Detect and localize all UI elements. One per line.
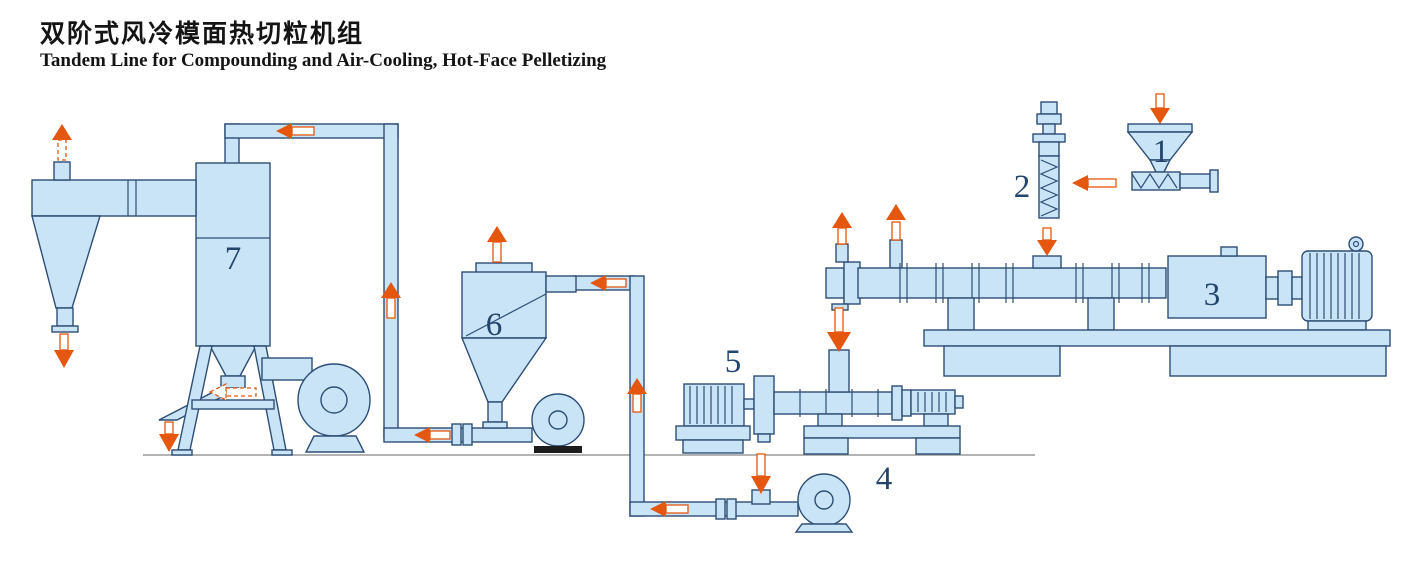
- arrow-exhaust-cyclone7: [52, 124, 72, 161]
- cyclone6-inlet: [545, 275, 577, 293]
- die-face-cutter: [753, 375, 775, 435]
- arrow-airflow-stand7: [208, 382, 257, 402]
- motor-body: [683, 383, 745, 427]
- pipe-coupling: [451, 423, 462, 446]
- pipe-coupling: [715, 498, 726, 520]
- flow-arrows: [52, 93, 1170, 517]
- arrow-pipe-bottom-mid: [650, 501, 689, 517]
- screw-feeder: [1032, 101, 1066, 219]
- pipe-tower-loop: [224, 123, 533, 446]
- tower-body: [195, 162, 271, 347]
- arrow-discharge-cyclone7: [54, 333, 74, 368]
- barrel-4: [773, 391, 893, 415]
- arrow-pipe-bottom-left: [414, 427, 451, 443]
- arrow-feed-left-2: [1072, 175, 1117, 191]
- machine-base-3: [923, 329, 1391, 347]
- barrel-3: [857, 267, 1167, 299]
- pelletizer-motor: [675, 383, 755, 454]
- pellet-blower: [794, 473, 854, 533]
- label-1: 1: [1153, 134, 1170, 170]
- page-title-en: Tandem Line for Compounding and Air-Cool…: [40, 50, 607, 71]
- blower-base: [534, 446, 582, 453]
- arrow-vent-1-extruder3: [832, 212, 852, 245]
- arrow-melt-drop-3: [827, 307, 851, 352]
- cyclone-separator: [460, 262, 577, 429]
- label-2: 2: [1014, 169, 1031, 205]
- arrow-pipe-up-mid: [627, 378, 647, 413]
- arrow-pipe-top-left: [276, 123, 315, 139]
- label-3: 3: [1204, 277, 1221, 313]
- feed-port-3: [1032, 255, 1062, 269]
- pipe-coupling: [726, 498, 737, 520]
- label-6: 6: [486, 307, 503, 343]
- label-5: 5: [725, 344, 742, 380]
- cyclone6-body: [461, 271, 547, 339]
- lifting-eye: [1348, 236, 1364, 252]
- label-4: 4: [876, 461, 893, 497]
- label-7: 7: [225, 241, 242, 277]
- page-title-zh: 双阶式风冷模面热切粒机组: [40, 21, 365, 48]
- arrow-pellet-drop-4: [751, 453, 771, 494]
- cooling-tower-unit: [31, 161, 371, 456]
- arrow-pipe-inlet-6: [590, 275, 627, 291]
- main-extruder: [825, 236, 1391, 377]
- blower-base: [794, 523, 854, 533]
- pipe-coupling: [462, 423, 473, 446]
- tower-duct: [31, 179, 197, 217]
- arrow-pipe-up-left: [381, 282, 401, 319]
- cyclone7-funnel: [31, 215, 101, 309]
- tower-blower: [261, 357, 371, 453]
- feed-hopper: [1126, 123, 1219, 193]
- arrow-vent-2-extruder3: [886, 204, 906, 241]
- vent-stack: [835, 243, 849, 263]
- second-stage-extruder: [753, 349, 964, 455]
- arrow-exhaust-cyclone6: [487, 226, 507, 263]
- arrow-feed-hopper-1: [1150, 93, 1170, 124]
- machine-base-4: [803, 425, 961, 439]
- main-motor: [1301, 250, 1373, 322]
- feed-throat-4: [828, 349, 850, 393]
- feeder-motor: [1036, 113, 1062, 125]
- cyclone-blower: [531, 393, 585, 453]
- arrow-discharge-tower7: [159, 421, 179, 452]
- arrow-feed-drop-2: [1037, 227, 1057, 256]
- screw-column: [1038, 155, 1060, 219]
- component-labels: 1 2 3 4 5 6 7: [225, 134, 1221, 497]
- cyclone6-funnel: [460, 337, 548, 403]
